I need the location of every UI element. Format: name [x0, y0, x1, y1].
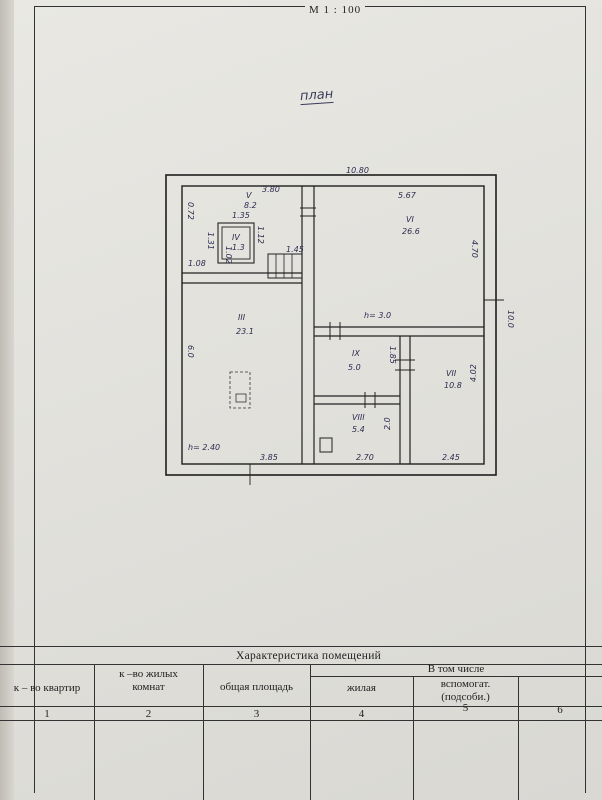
dim-top-mid: 3.80 — [262, 185, 280, 194]
dim-iv-left2: 1.02 — [224, 246, 233, 264]
col-num-4: 4 — [358, 708, 365, 720]
room-ix-area: 5.0 — [348, 363, 361, 372]
col-num-3: 3 — [253, 708, 260, 720]
stair — [267, 253, 303, 279]
room-v-num: V — [246, 191, 252, 200]
dim-total-height: 10.0 — [506, 310, 515, 328]
col-total-area: общая площадь — [219, 681, 294, 693]
stove-box — [235, 393, 247, 403]
table-top-line — [0, 646, 602, 647]
drawing-frame: М 1 : 100 — [34, 4, 586, 793]
plan-title: план — [299, 86, 334, 106]
room-vii-area: 10.8 — [444, 381, 462, 390]
table-title: Характеристика помещений — [236, 650, 382, 662]
room-viii-area: 5.4 — [352, 425, 365, 434]
room-iv-walls — [217, 222, 255, 264]
room-iv-area: 1.3 — [232, 243, 245, 252]
col-living: жилая — [347, 682, 376, 694]
scale-label: М 1 : 100 — [305, 4, 366, 16]
dim-top-right: 5.67 — [398, 191, 417, 200]
box-viii — [319, 437, 333, 453]
height-left: h= 2.40 — [188, 443, 220, 452]
dim-iv-right: 1.12 — [256, 226, 265, 244]
dim-small-left: 1.08 — [188, 259, 206, 268]
dim-bottom-mid: 2.70 — [356, 453, 374, 462]
dim-iv-left: 1.31 — [206, 232, 215, 250]
dim-bottom-left: 3.85 — [260, 453, 278, 462]
col-num-6: 6 — [557, 704, 563, 716]
dim-iv-top: 1.35 — [232, 211, 250, 220]
dim-room-vii-h: 4.02 — [469, 364, 478, 382]
col-num-5: 5 — [462, 702, 469, 714]
col-group-including: В том числе — [427, 663, 485, 675]
room-iv-inner — [221, 226, 251, 260]
dim-ix-h: 1.85 — [388, 346, 397, 364]
rooms-characteristics-table: Характеристика помещений к – во квартир … — [0, 646, 602, 800]
dim-total-width: 10.80 — [346, 166, 369, 175]
dim-bottom-right: 2.45 — [442, 453, 460, 462]
col-num-1: 1 — [44, 708, 50, 720]
col-apartments-count: к – во квартир — [13, 682, 81, 694]
col-aux-line2: (подсоби.) — [441, 691, 490, 703]
stove-outline — [229, 371, 251, 409]
room-vii-num: VII — [446, 369, 457, 378]
room-iii-area: 23.1 — [236, 327, 254, 336]
floor-plan: 10.80 10.0 4.70 6.0 3.80 5.67 3.85 2.70 … — [165, 166, 515, 485]
dim-iv-side: 0.72 — [186, 202, 195, 220]
room-viii-num: VIII — [352, 413, 365, 422]
room-iii-num: III — [238, 313, 246, 322]
room-iv-num: IV — [232, 233, 240, 242]
room-v-area: 8.2 — [244, 201, 257, 210]
dim-left-h: 6.0 — [186, 345, 195, 358]
dim-viii-h: 2.0 — [383, 417, 392, 430]
sheet-edge — [0, 0, 14, 800]
col-rooms-line2: комнат — [132, 681, 165, 693]
col-num-2: 2 — [145, 708, 152, 720]
outer-wall-inner — [181, 185, 485, 465]
height-right: h= 3.0 — [364, 311, 391, 320]
room-vi-area: 26.6 — [402, 227, 420, 236]
dim-right-h: 4.70 — [470, 240, 479, 258]
col-aux-line1: вспомогат. — [440, 678, 491, 690]
col-rooms-line1: к –во жилых — [119, 668, 178, 680]
outer-wall-outer — [165, 174, 497, 476]
room-ix-num: IX — [352, 349, 360, 358]
room-vi-num: VI — [406, 215, 414, 224]
dim-stair: 1.45 — [286, 245, 304, 254]
